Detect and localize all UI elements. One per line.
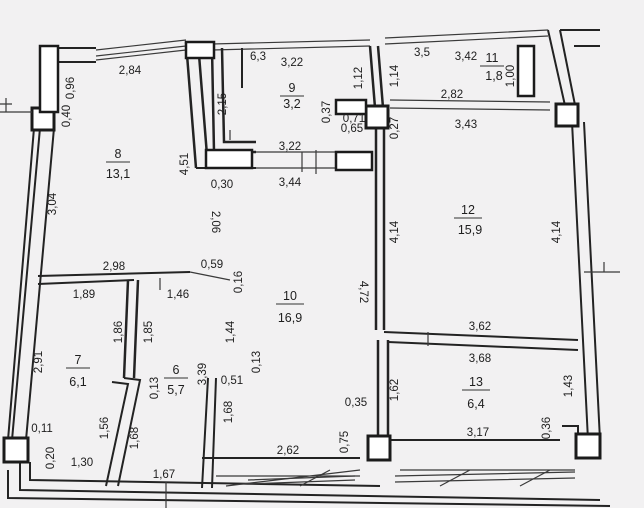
outer-walls — [7, 29, 611, 507]
dim-label: 3,39 — [197, 363, 209, 385]
dim-label: 0,36 — [541, 417, 553, 439]
room-9-area: 3,2 — [283, 97, 300, 111]
wall-segment-11 — [516, 44, 536, 98]
interior-walls — [37, 41, 579, 489]
room-6-number: 6 — [173, 363, 180, 377]
room-13-number: 13 — [469, 375, 483, 389]
dim-label: 3,62 — [469, 321, 491, 333]
dim-label: 2,98 — [103, 261, 125, 273]
dim-label: 1,68 — [129, 427, 141, 449]
wall-segment-9-right — [334, 98, 368, 116]
dim-label: 1,85 — [143, 321, 155, 343]
dim-label: 0,13 — [251, 351, 263, 373]
dim-label: 0,59 — [201, 259, 223, 271]
dim-label: 3,42 — [455, 51, 477, 63]
dim-label: 0,27 — [389, 117, 401, 139]
column-right-top — [554, 102, 580, 128]
dim-label: 1,62 — [389, 379, 401, 401]
dim-label: 1,89 — [73, 289, 95, 301]
dim-label: 3,5 — [414, 47, 430, 59]
dim-label: 4,72 — [357, 281, 369, 303]
dim-label: 3,22 — [281, 57, 303, 69]
room-10-number: 10 — [283, 289, 297, 303]
dim-label: 1,46 — [167, 289, 189, 301]
dim-label: 1,30 — [71, 457, 93, 469]
room-11-area: 1,8 — [485, 69, 502, 83]
room-13-area: 6,4 — [467, 397, 484, 411]
room-6-area: 5,7 — [167, 383, 184, 397]
dim-label: 1,68 — [223, 401, 235, 423]
room-7-area: 6,1 — [69, 375, 86, 389]
dim-label: 1,43 — [563, 375, 575, 397]
dim-label: 1,00 — [505, 65, 517, 87]
dim-label: 3,44 — [279, 177, 302, 189]
room-labels: 8 13,1 9 3,2 11 1,8 12 15,9 10 16,9 7 6,… — [66, 51, 504, 411]
dim-label: 4,51 — [179, 153, 191, 175]
room-12-area: 15,9 — [458, 223, 482, 237]
room-8-number: 8 — [115, 147, 122, 161]
structural-columns — [2, 40, 602, 464]
wall-segment-8-top — [38, 44, 60, 114]
dim-label: 2,62 — [277, 445, 299, 457]
column-center-top — [364, 104, 390, 130]
wall-segment-9-bottom — [204, 148, 254, 170]
dim-label: 4,14 — [389, 220, 401, 243]
dim-label: 1,44 — [225, 320, 237, 343]
dim-label: 0,20 — [45, 447, 57, 469]
dim-label: 0,30 — [211, 179, 233, 191]
dim-label: 2,06 — [209, 211, 221, 233]
dim-label: 3,68 — [469, 353, 491, 365]
dim-label: 3,17 — [467, 427, 489, 439]
column-center-bottom — [366, 434, 392, 462]
dim-label: 3,22 — [279, 141, 301, 153]
dim-label: 1,14 — [389, 64, 401, 87]
dim-label: 2,15 — [217, 93, 229, 115]
dim-label: 2,91 — [33, 351, 45, 373]
dim-label: 0,40 — [61, 105, 73, 127]
dim-label: 0,16 — [233, 271, 245, 293]
column-left-bottom — [2, 436, 30, 464]
room-11-number: 11 — [486, 51, 499, 65]
room-9-number: 9 — [289, 81, 296, 95]
dim-label: 0,11 — [31, 423, 53, 435]
dim-label: 3,43 — [455, 119, 477, 131]
dim-label: 0,65 — [341, 123, 363, 135]
dim-label: 0,96 — [65, 77, 77, 99]
dim-label: 1,12 — [353, 67, 365, 89]
dim-label: 0,51 — [221, 375, 243, 387]
dim-label: 6,3 — [250, 51, 266, 63]
dim-label: 0,35 — [345, 397, 367, 409]
dim-label: 2,82 — [441, 89, 463, 101]
wall-ticks — [0, 98, 620, 508]
room-7-number: 7 — [75, 353, 82, 367]
wall-segment-8-right — [184, 40, 216, 60]
dim-label: 0,13 — [149, 377, 161, 399]
dimension-labels: 2,84 0,96 0,40 3,04 4,51 6,3 3,22 1,12 2… — [31, 47, 575, 481]
dim-label: 4,14 — [551, 220, 563, 243]
dim-label: 3,04 — [47, 192, 59, 215]
wall-segment-10-top — [334, 150, 374, 172]
column-right-bottom — [574, 432, 602, 460]
dim-label: 0,71 — [343, 113, 365, 125]
dim-label: 0,75 — [339, 431, 351, 453]
dim-label: 1,86 — [113, 321, 125, 343]
dim-label: 1,67 — [153, 469, 175, 481]
dim-label: 1,56 — [99, 417, 111, 439]
room-12-number: 12 — [461, 203, 475, 217]
room-10-area: 16,9 — [278, 311, 302, 325]
dim-label: 2,84 — [119, 65, 142, 77]
room-8-area: 13,1 — [106, 167, 130, 181]
dim-label: 0,37 — [321, 101, 333, 123]
